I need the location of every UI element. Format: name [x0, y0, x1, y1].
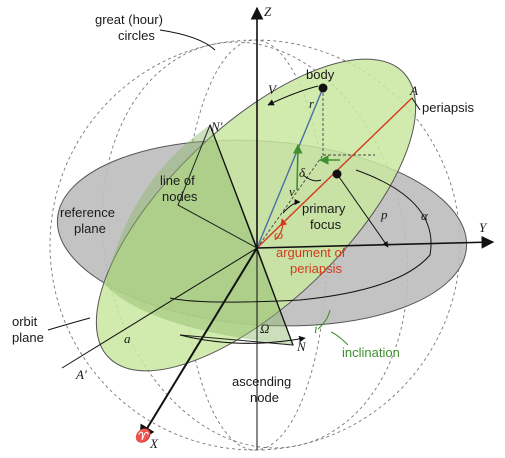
y-axis: [256, 235, 495, 249]
great-circles-label-2: circles: [118, 28, 155, 43]
nu-symbol: ν: [289, 184, 295, 199]
periapsis-label: periapsis: [422, 100, 475, 115]
omega-arc: [179, 334, 306, 344]
orbit-plane-label-2: plane: [12, 330, 44, 345]
argument-label-2: periapsis: [290, 261, 343, 276]
a-prime-symbol: A′: [75, 367, 87, 382]
inclination-arc: [317, 309, 331, 330]
reference-plane-label-2: plane: [74, 221, 106, 236]
p-line: [336, 173, 389, 248]
y-symbol: Y: [479, 220, 488, 235]
a-symbol: a: [124, 331, 131, 346]
argument-arc: [274, 218, 288, 241]
primary-focus-label-2: focus: [310, 217, 342, 232]
ascending-node-label-1: ascending: [232, 374, 291, 389]
projection-line-2: [256, 154, 324, 249]
p-symbol: p: [380, 207, 388, 222]
n-symbol: N: [296, 339, 307, 354]
orbit-plane: [95, 58, 417, 372]
alpha-symbol: α: [421, 208, 429, 223]
primary-focus-label-1: primary: [302, 201, 346, 216]
line-of-nodes-label-1: line of: [160, 173, 195, 188]
r-symbol: r: [309, 96, 315, 111]
i-symbol: i: [314, 321, 318, 336]
aries-symbol: ♈: [134, 428, 153, 443]
great-circles-label-1: great (hour): [95, 12, 163, 27]
delta-symbol: δ: [299, 165, 306, 180]
orbit-plane-leader: [47, 317, 91, 331]
ascending-node-label-2: node: [250, 390, 279, 405]
reference-plane-label-1: reference: [60, 205, 115, 220]
primary-focus-point: [332, 169, 342, 179]
x-symbol: X: [149, 436, 159, 451]
big-omega-symbol: Ω: [260, 321, 269, 336]
n-prime-symbol: N′: [210, 119, 223, 134]
delta-arc: [302, 174, 322, 182]
body-label: body: [306, 67, 335, 82]
a-point-symbol: A: [409, 83, 418, 98]
line-of-nodes-label-2: nodes: [162, 189, 198, 204]
orbit-plane-label-1: orbit: [12, 314, 38, 329]
plane-overlap-shade: [105, 125, 293, 345]
radius-vector: [256, 87, 324, 249]
inclination-leader: [330, 331, 349, 346]
great-circles-leader: [159, 29, 216, 51]
omega-symbol: ω: [274, 227, 283, 242]
apsides-line-back: [61, 247, 258, 369]
z-symbol: Z: [264, 4, 272, 19]
line-of-nodes: [209, 124, 294, 346]
body-point: [318, 83, 328, 93]
nu-arc: [282, 199, 301, 214]
inclination-label: inclination: [342, 345, 400, 360]
green-vector: [293, 144, 303, 191]
periapsis-leader: [411, 97, 421, 111]
alpha-arc: [169, 169, 432, 303]
velocity-arc: [267, 85, 319, 106]
x-axis: [139, 247, 258, 442]
v-symbol: V: [268, 82, 278, 97]
argument-label-1: argument of: [276, 245, 346, 260]
